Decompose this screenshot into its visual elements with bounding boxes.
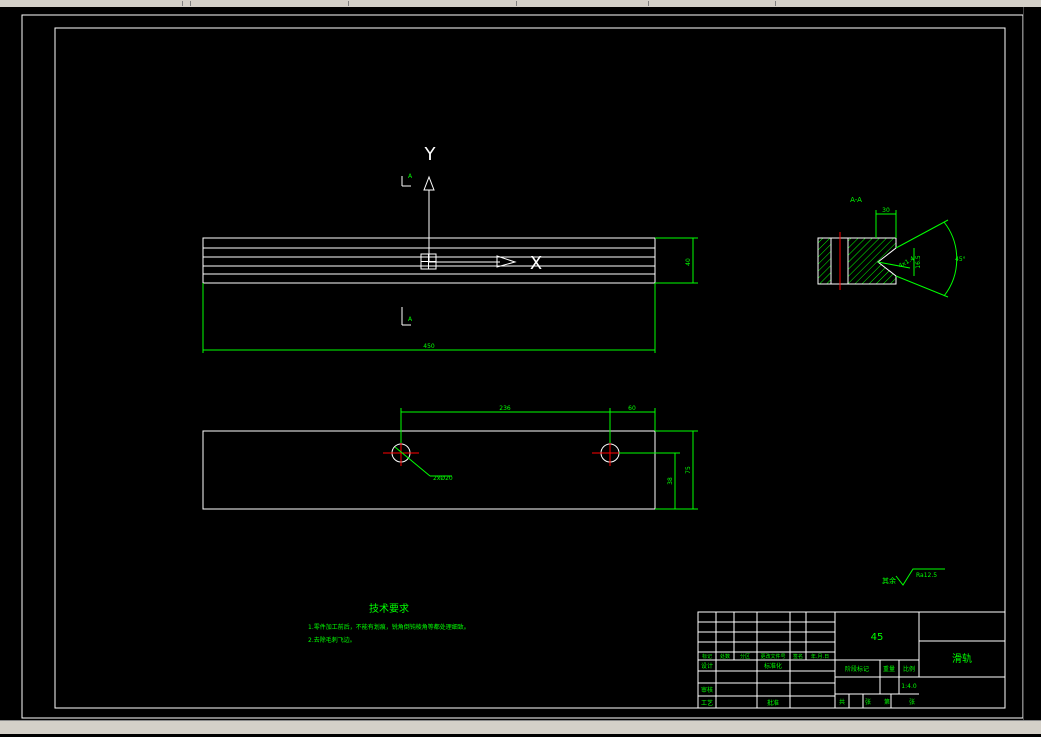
approve-label: 批准 bbox=[767, 699, 779, 707]
hole-callout: 2xØ20 bbox=[433, 475, 453, 482]
toolbar-separator bbox=[348, 1, 349, 6]
dim-front-height: 40 bbox=[685, 258, 692, 266]
ucs-x-label: X bbox=[530, 253, 542, 274]
scale-value: 1:4.0 bbox=[901, 683, 917, 690]
ucs-y-label: Y bbox=[424, 144, 437, 165]
toolbar-separator bbox=[775, 1, 776, 6]
ucs-icon bbox=[420, 175, 517, 270]
inner-frame bbox=[54, 27, 1006, 709]
toolbar-separator bbox=[190, 1, 191, 6]
roughness-label: 其余 bbox=[882, 576, 896, 585]
weight-header: 重量 bbox=[883, 665, 895, 673]
toolbar-separator bbox=[648, 1, 649, 6]
row-label-zone: 分区 bbox=[740, 653, 750, 660]
section-view-dimensions bbox=[875, 210, 958, 298]
row-label-change: 更改文件号 bbox=[760, 653, 785, 660]
sheet-number-label: 第 bbox=[884, 698, 890, 706]
title-block bbox=[697, 611, 1006, 709]
dim-hole-height: 38 bbox=[667, 477, 674, 485]
row-label-date: 年.月.日 bbox=[811, 653, 829, 660]
sheets-total-label: 共 bbox=[839, 698, 845, 706]
row-label-mark: 标记 bbox=[702, 653, 712, 660]
dim-section-inner: 16.5 bbox=[915, 255, 922, 269]
dim-front-length: 450 bbox=[423, 343, 435, 350]
process-label: 工艺 bbox=[701, 699, 713, 707]
scale-header: 比例 bbox=[903, 665, 915, 673]
dim-hole-offset: 60 bbox=[628, 405, 636, 412]
horizontal-scrollbar[interactable] bbox=[0, 720, 1041, 734]
section-cut-mark-top bbox=[401, 176, 411, 187]
sheet-number-unit: 张 bbox=[909, 698, 915, 706]
stage-header: 阶段标记 bbox=[845, 665, 869, 673]
row-label-sign: 签名 bbox=[793, 653, 803, 660]
section-view-title: A-A bbox=[850, 196, 862, 204]
audit-label: 审核 bbox=[701, 686, 713, 694]
dim-hole-spacing: 236 bbox=[499, 405, 511, 412]
front-view bbox=[202, 237, 656, 284]
designer-label: 设计 bbox=[701, 662, 713, 670]
toolbar-separator bbox=[516, 1, 517, 6]
section-letter-bottom: A bbox=[408, 316, 413, 323]
material-value: 45 bbox=[871, 632, 884, 643]
section-letter-top: A bbox=[408, 173, 413, 180]
standard-label: 标准化 bbox=[764, 662, 782, 670]
front-view-dimensions bbox=[202, 237, 698, 353]
tech-req-line-1: 1.零件加工前后，不能有划痕，锐角倒钝棱角等都处理细致。 bbox=[308, 623, 470, 631]
part-name: 滑轨 bbox=[952, 652, 972, 665]
row-label-count: 处数 bbox=[720, 653, 730, 660]
cad-drawing: Y X A A 40 450 bbox=[21, 14, 1024, 719]
dim-section-angle: 45° bbox=[955, 256, 966, 263]
roughness-symbol bbox=[895, 568, 945, 586]
tech-req-line-2: 2.去除毛刺飞边。 bbox=[308, 636, 356, 644]
sheets-total-unit: 张 bbox=[865, 698, 871, 706]
dim-section-width: 30 bbox=[882, 207, 890, 214]
top-view bbox=[202, 430, 656, 510]
drawing-canvas[interactable]: Y X A A 40 450 bbox=[0, 7, 1041, 733]
vertical-scrollbar[interactable] bbox=[1023, 7, 1041, 720]
hole-center-marks bbox=[383, 440, 628, 466]
section-view bbox=[817, 232, 897, 290]
roughness-value: Ra12.5 bbox=[916, 572, 937, 579]
section-cut-mark-bottom bbox=[401, 307, 411, 326]
outer-frame bbox=[21, 14, 1024, 719]
tech-req-title: 技术要求 bbox=[369, 602, 409, 615]
toolbar-separator bbox=[182, 1, 183, 6]
top-view-dimensions bbox=[394, 408, 698, 510]
dim-top-height: 75 bbox=[685, 466, 692, 474]
